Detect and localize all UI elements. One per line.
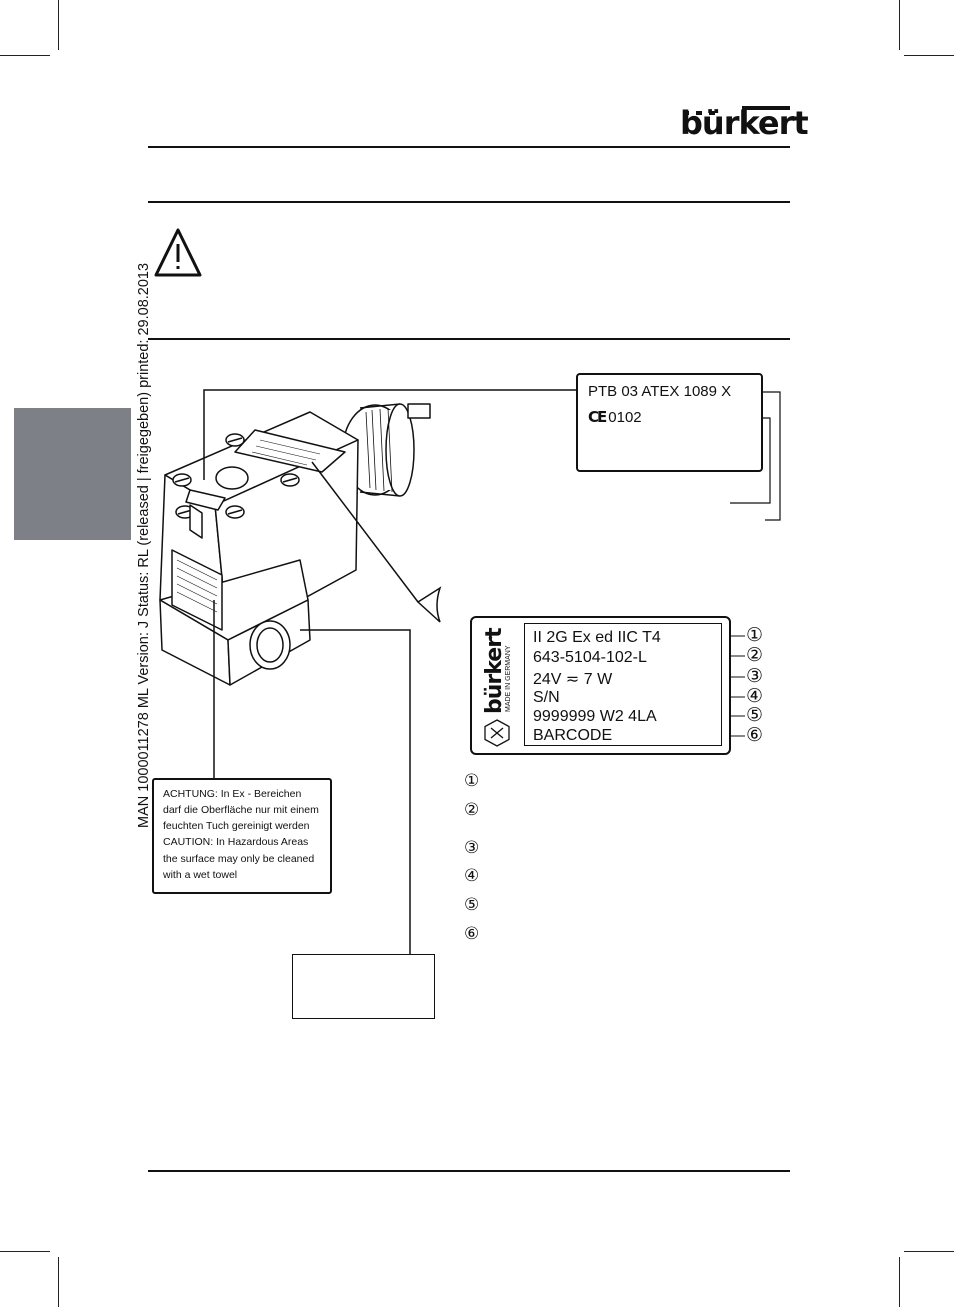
plate-marker-6: ⑥ xyxy=(746,725,764,746)
brand-bar xyxy=(742,106,790,110)
plate-line-5: 9999999 W2 4LA xyxy=(533,708,657,725)
footer-rule xyxy=(148,1170,790,1172)
warning-line-2: darf die Oberfläche nur mit einem xyxy=(163,804,319,816)
leader-atex xyxy=(203,389,576,480)
crop-mark xyxy=(899,1257,900,1307)
brand-dots xyxy=(683,102,743,115)
plate-made-in: MADE IN GERMANY xyxy=(505,645,512,712)
warning-line-6: with a wet towel xyxy=(163,869,238,881)
notified-body-number: 0102 xyxy=(608,409,642,426)
crop-mark xyxy=(904,55,954,56)
plate-brand-logo: bürkert xyxy=(482,628,507,714)
plate-marker-1: ① xyxy=(746,625,764,646)
plate-line-1: II 2G Ex ed IIC T4 xyxy=(533,629,661,646)
eye-icon xyxy=(416,586,442,623)
crop-mark xyxy=(58,1257,59,1307)
legend-marker-4: ④ xyxy=(464,866,480,885)
warning-line-4: CAUTION: In Hazardous Areas xyxy=(163,836,309,848)
section-rule-top xyxy=(148,201,790,203)
legend-marker-3: ③ xyxy=(464,838,480,857)
warning-line-1: ACHTUNG: In Ex - Bereichen xyxy=(163,788,302,800)
crop-mark xyxy=(0,55,50,56)
leader-plate xyxy=(311,461,419,603)
plate-marker-3: ③ xyxy=(746,666,764,687)
document-status-text: MAN 1000011278 ML Version: J Status: RL … xyxy=(136,262,152,828)
plate-line-3: 24V ≂ 7 W xyxy=(533,671,613,688)
chapter-tab xyxy=(14,408,131,540)
crop-mark xyxy=(58,0,59,50)
legend-marker-2: ② xyxy=(464,800,480,819)
warning-line-5: the surface may only be cleaned xyxy=(163,853,315,865)
port-label-box xyxy=(292,954,435,1019)
section-rule-bottom xyxy=(148,338,790,340)
legend-marker-5: ⑤ xyxy=(464,895,480,914)
crop-mark xyxy=(904,1251,954,1252)
brand-logo: bürkert xyxy=(680,104,809,142)
ex-hexagon-icon xyxy=(484,719,510,747)
plate-marker-5: ⑤ xyxy=(746,705,764,726)
plate-line-4: S/N xyxy=(533,689,560,706)
ce-mark: CE xyxy=(588,408,607,426)
atex-line1: PTB 03 ATEX 1089 X xyxy=(588,383,732,400)
legend-marker-6: ⑥ xyxy=(464,924,480,943)
crop-mark xyxy=(0,1251,50,1252)
cleaning-warning-label: ACHTUNG: In Ex - Bereichen darf die Ober… xyxy=(152,778,332,894)
legend-marker-1: ① xyxy=(464,771,480,790)
plate-line-2: 643-5104-102-L xyxy=(533,649,647,666)
crop-mark xyxy=(899,0,900,50)
warning-triangle-icon-shape xyxy=(154,228,202,277)
plate-marker-4: ④ xyxy=(746,686,764,707)
header-rule xyxy=(148,146,790,148)
plate-line-6: BARCODE xyxy=(533,727,613,744)
plate-marker-2: ② xyxy=(746,645,764,666)
warning-line-3: feuchten Tuch gereinigt werden xyxy=(163,820,310,832)
plate-data-area xyxy=(524,623,722,746)
type-plate: bürkert MADE IN GERMANY II 2G Ex ed IIC … xyxy=(470,616,731,755)
